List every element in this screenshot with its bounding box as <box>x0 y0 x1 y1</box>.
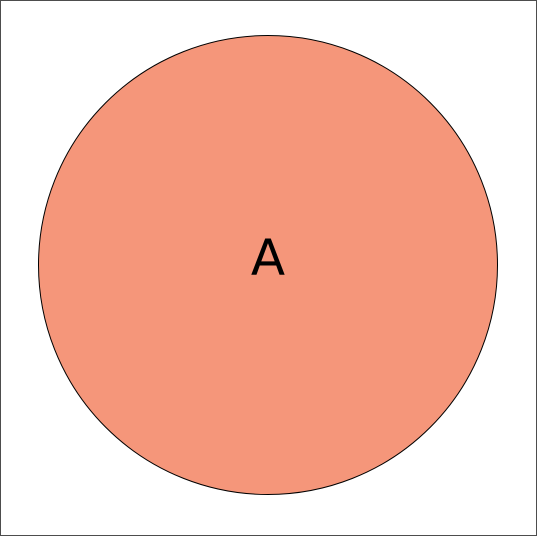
set-label-a: A <box>251 229 285 287</box>
set-circle-a <box>38 35 498 495</box>
